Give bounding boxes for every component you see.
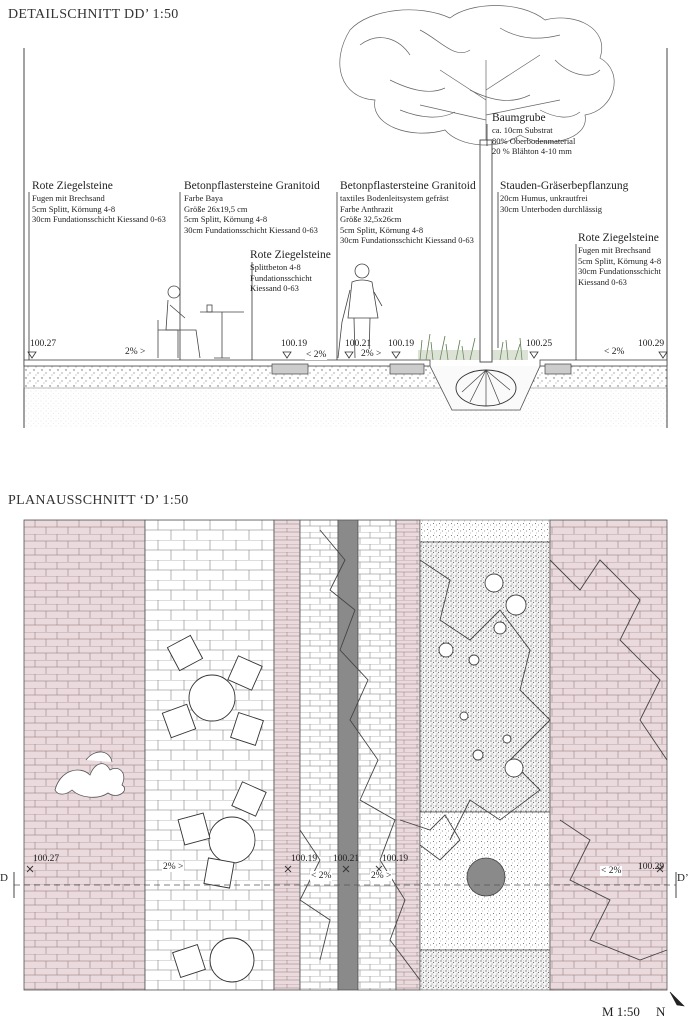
plan-slope: 2% > [162, 862, 185, 872]
section-title: DETAILSCHNITT DD’ 1:50 [8, 7, 179, 22]
plan-elevation: 100.19 [382, 854, 409, 864]
north-label: N [656, 1004, 666, 1019]
section-elevation: 100.19 [388, 339, 415, 349]
section-elevation: 100.29 [638, 339, 665, 349]
section-slope: < 2% [603, 347, 626, 357]
section-elevation: 100.19 [281, 339, 308, 349]
section-slope: 2% > [124, 347, 147, 357]
plan-elevation: 100.21 [333, 854, 360, 864]
north-arrow-icon [669, 991, 685, 1007]
cut-label-right: D’ [677, 872, 689, 884]
section-elevation: 100.25 [526, 339, 553, 349]
section-label-perennial-planting: Stauden-Gräserbepflanzung 20cm Humus, un… [500, 180, 629, 214]
cut-label-left: D [0, 872, 8, 884]
section-elevation: 100.27 [30, 339, 57, 349]
section-label-tree-pit: Baumgrube ca. 10cm Substrat 80% Oberbode… [492, 112, 576, 156]
plan-slope: < 2% [310, 871, 333, 881]
section-label-concrete-pavers-tactile: Betonpflastersteine Granitoid taxtiles B… [340, 180, 476, 245]
section-drawing [23, 5, 668, 428]
section-label-red-bricks-left: Rote Ziegelsteine Fugen mit Brechsand 5c… [32, 180, 166, 224]
section-elevation: 100.21 [345, 339, 372, 349]
section-label-red-bricks-right: Rote Ziegelsteine Fugen mit Brechsand 5c… [578, 232, 662, 287]
plan-slope: 2% > [370, 871, 393, 881]
section-slope: 2% > [360, 349, 383, 359]
plan-elevation: 100.27 [33, 854, 60, 864]
scale-label: M 1:50 [602, 1004, 640, 1019]
section-label-red-bricks-center: Rote Ziegelsteine Splittbeton 4-8 Fundat… [250, 249, 331, 293]
section-slope: < 2% [305, 350, 328, 360]
section-label-concrete-pavers-baya: Betonpflastersteine Granitoid Farbe Baya… [184, 180, 320, 235]
plan-title: PLANAUSSCHNITT ‘D’ 1:50 [8, 493, 189, 508]
plan-elevation: 100.29 [638, 862, 665, 872]
plan-elevation: 100.19 [291, 854, 318, 864]
plan-slope: < 2% [600, 866, 623, 876]
